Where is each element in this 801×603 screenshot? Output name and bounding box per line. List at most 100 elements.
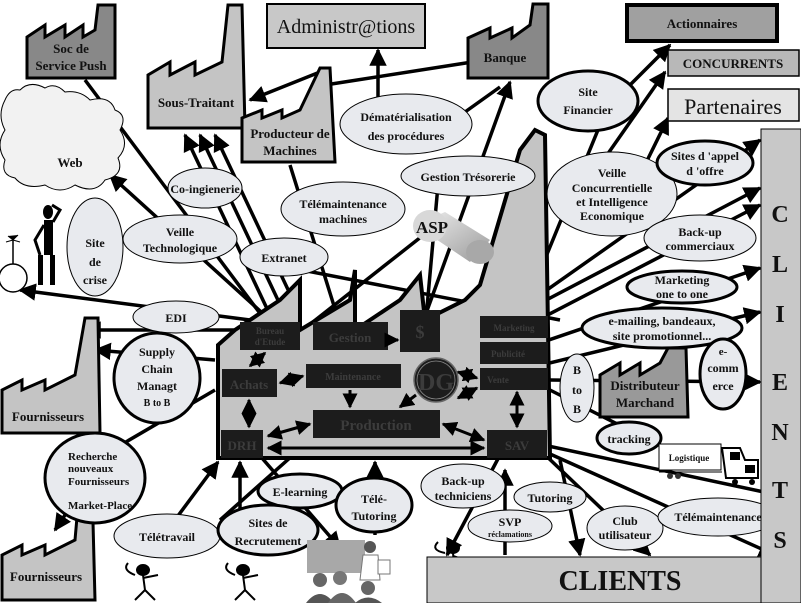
service-site-crise-line3: crise: [83, 273, 108, 287]
service-teletravail[interactable]: Télétravail: [113, 513, 221, 559]
service-gestion-tresorerie[interactable]: Gestion Trésorerie: [400, 155, 536, 197]
service-tutoring[interactable]: Tutoring: [513, 481, 587, 513]
service-extranet[interactable]: Extranet: [239, 237, 329, 277]
service-back-up-commerciaux[interactable]: Back-up commerciaux: [643, 214, 757, 262]
producteur-label-1: Producteur de: [250, 126, 330, 141]
teletravail-label: Télétravail: [139, 530, 196, 544]
web-label: Web: [57, 155, 82, 170]
recherche-label-1: Recherche: [68, 451, 117, 463]
person-crisis-icon: [33, 203, 63, 285]
connector-to-soustraitant: [248, 68, 326, 103]
service-supply-chain[interactable]: Supply Chain Managt B to B: [112, 331, 202, 425]
service-telemaintenance[interactable]: Télémaintenance: [657, 497, 779, 537]
sous-traitant-factory: Sous-Traitant: [146, 3, 247, 130]
arrow-dg-prod: [398, 392, 417, 409]
service-edi[interactable]: EDI: [132, 300, 220, 334]
recherche-label-4: Market-Place: [68, 500, 132, 512]
service-club-utilisateur[interactable]: Club utilisateur: [586, 505, 664, 551]
back-up-techniciens-label-2: techniciens: [435, 489, 492, 503]
svp-label-1: SVP: [499, 515, 522, 529]
b-to-b-label-3: B: [573, 402, 581, 416]
dept-publicite[interactable]: Publicité: [480, 342, 548, 364]
service-sites-recrutement[interactable]: Sites de Recrutement: [216, 503, 320, 557]
producteur-label-2: Machines: [263, 143, 316, 158]
dept-dg[interactable]: DG: [413, 357, 459, 403]
service-veille-concurrentielle[interactable]: Veille Concurrentielle et Intelligence E…: [546, 151, 678, 237]
dematerialisation-label-2: des procédures: [368, 129, 445, 143]
clients-letter-l: L: [772, 252, 788, 278]
service-e-learning[interactable]: E-learning: [256, 472, 344, 510]
connector-coing-soustraitant-3: [213, 133, 302, 316]
dept-achats[interactable]: Achats: [222, 369, 277, 397]
dept-maintenance[interactable]: Maintenance: [306, 364, 401, 388]
clients-vertical-bar: C L I E N T S: [760, 128, 801, 603]
supply-chain-label-2: Chain: [141, 362, 173, 376]
tele-tutoring-label-2: Tutoring: [352, 509, 397, 523]
b-to-b-label-2: to: [572, 383, 582, 397]
veille-concurrentielle-label-2: Concurrentielle: [572, 181, 653, 195]
soc-service-push-label-2: Service Push: [35, 58, 107, 73]
dept-vente[interactable]: Vente: [480, 368, 548, 390]
service-marketing-one-to-one[interactable]: Marketing one to one: [625, 269, 739, 305]
web-cloud: Web: [0, 84, 125, 191]
bureau-etude-label-2: d'Etude: [255, 337, 286, 347]
dept-sav[interactable]: SAV: [487, 430, 547, 458]
service-emailing[interactable]: e-mailing, bandeaux, site promotionnel..…: [580, 306, 744, 350]
site-financier-label-2: Financier: [563, 103, 613, 117]
drh-label: DRH: [228, 438, 257, 453]
producteur-machines-factory: Producteur de Machines: [240, 66, 337, 164]
gestion-label: Gestion: [329, 330, 372, 345]
service-svp-reclamations[interactable]: SVP réclamations: [467, 509, 553, 543]
dept-gestion[interactable]: Gestion: [313, 322, 388, 350]
production-label: Production: [340, 418, 412, 434]
service-e-commerce[interactable]: e- comm erce: [698, 337, 748, 411]
co-ingenierie-label: Co-ingienerie: [170, 182, 240, 196]
site-crise-label-1: Site: [85, 236, 105, 250]
dept-drh[interactable]: DRH: [221, 430, 263, 458]
publicite-label: Publicité: [491, 349, 525, 359]
sous-traitant-label: Sous-Traitant: [158, 95, 235, 110]
service-veille-technologique[interactable]: Veille Technologique: [122, 214, 238, 264]
marketing-one-to-one-label-2: one to one: [656, 287, 709, 301]
asp-label: ASP: [416, 218, 448, 237]
service-sites-appel-offre[interactable]: Sites d 'appel d 'offre: [655, 139, 755, 187]
arrow-dg-vente2: [456, 385, 479, 401]
dept-bureau-etude[interactable]: Bureau d'Etude: [240, 322, 300, 350]
service-b-to-b[interactable]: B to B: [559, 353, 595, 423]
emailing-label-2: site promotionnel...: [613, 329, 711, 343]
connector-sav-clients-2: [529, 443, 777, 557]
dept-production[interactable]: Production: [313, 410, 440, 438]
service-tele-tutoring[interactable]: Télé- Tutoring: [334, 476, 414, 534]
veille-concurrentielle-label-4: Economique: [580, 209, 645, 223]
gestion-tresorerie-label: Gestion Trésorerie: [421, 170, 517, 184]
veille-technologique-label-1: Veille: [166, 225, 195, 239]
distributeur-marchand-factory: Distributeur Marchand: [598, 346, 690, 419]
svp-label-2: réclamations: [488, 530, 532, 539]
clients-letter-e: E: [772, 370, 788, 396]
dept-dollar[interactable]: $: [400, 310, 440, 352]
marketing-one-to-one-label-1: Marketing: [655, 273, 710, 287]
clients-letter-n: N: [771, 420, 789, 446]
partenaires-label: Partenaires: [684, 94, 782, 119]
connector-coing-soustraitant-1: [183, 133, 272, 316]
clients-letter-c: C: [771, 202, 788, 228]
bureau-etude-label-1: Bureau: [256, 326, 284, 336]
dept-marketing[interactable]: Marketing: [480, 316, 548, 338]
connector-producteur-banque: [324, 53, 487, 87]
fournisseurs-top-label: Fournisseurs: [12, 409, 84, 424]
service-co-ingenierie[interactable]: Co-ingienerie: [167, 167, 243, 209]
service-telemaintenance-machines[interactable]: Télémaintenance machines: [280, 181, 406, 237]
veille-concurrentielle-label-1: Veille: [598, 166, 627, 180]
service-tracking[interactable]: tracking: [595, 420, 663, 456]
veille-technologique-label-2: Technologique: [143, 241, 218, 255]
e-commerce-label-1: e-: [719, 346, 728, 358]
service-dematerialisation[interactable]: Dématérialisation des procédures: [339, 93, 473, 155]
service-site-financier[interactable]: Site Financier: [536, 69, 640, 133]
back-up-commerciaux-label-2: commerciaux: [665, 239, 734, 253]
clients-letter-s: S: [773, 528, 786, 554]
service-back-up-techniciens[interactable]: Back-up techniciens: [420, 463, 506, 509]
service-site-crise[interactable]: Site de: [66, 197, 124, 297]
clients-letter-i: I: [775, 302, 784, 328]
service-recherche-fournisseurs[interactable]: Recherche nouveaux Fournisseurs Market-P…: [43, 431, 147, 525]
